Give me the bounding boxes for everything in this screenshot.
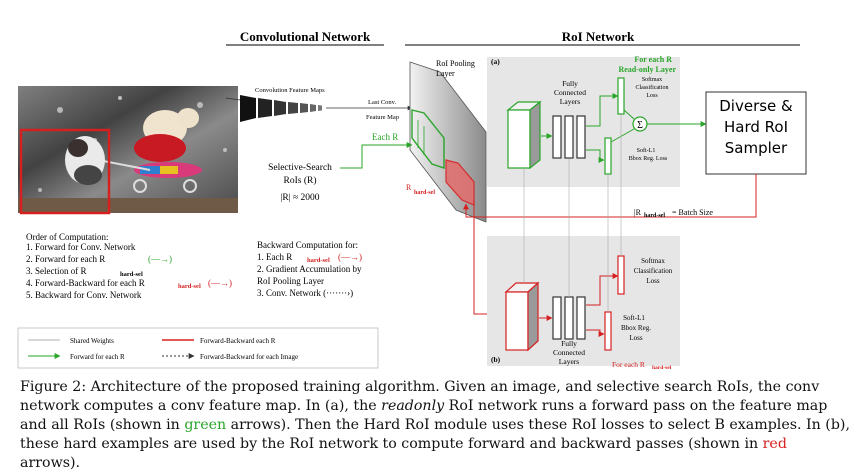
legend-box	[17, 327, 379, 369]
roi-pool-label-1: RoI Pooling	[436, 59, 475, 68]
caption-part-1: Figure 2: Architecture of the proposed t…	[20, 379, 820, 414]
hard-roi-box	[19, 128, 111, 215]
backward-item-1-sub: hard-sel	[307, 257, 330, 264]
softl1-b-label-3: Loss	[629, 334, 643, 342]
softmax-b-label-2: Classification	[634, 267, 673, 275]
legend-shared-label: Shared Weights	[70, 337, 114, 345]
softmax-a-label-3: Loss	[646, 93, 658, 99]
caption-part-2: RoI network runs a forward pass on the f…	[20, 398, 828, 433]
panel-b-label: (b)	[491, 355, 501, 364]
conv-feature-maps: Convolution Feature Maps	[240, 87, 325, 122]
backward-item-1: 1. Each R	[257, 252, 292, 262]
arrow-fc-to-softmax-a	[586, 93, 619, 127]
order-item-4-arrow: (—→)	[208, 278, 232, 288]
softmax-b-label-1: Softmax	[641, 257, 665, 265]
caption-readonly: readonly	[381, 398, 445, 414]
order-item-4: 4. Forward-Backward for each R	[26, 278, 145, 288]
order-item-3: 3. Selection of R	[26, 266, 87, 276]
arrow-softl1-to-sum	[610, 128, 635, 143]
arrow-fc-to-softmax-b	[586, 273, 619, 306]
ss-label-3: |R| ≈ 2000	[280, 193, 319, 203]
arrow-image-to-conv	[225, 97, 241, 101]
backward-item-1-arrow: (—→)	[338, 252, 362, 262]
caption-part-3: arrows). Then the Hard RoI module uses t…	[20, 417, 850, 452]
fc-layers-b	[552, 296, 586, 340]
readonly-layer-label: Read-only Layer	[618, 65, 676, 74]
softl1-a-label-1: Soft-L1	[637, 147, 656, 154]
softl1-a-label-2: Bbox Reg. Loss	[629, 156, 668, 162]
input-image	[18, 86, 238, 215]
fc-a-label-2: Connected	[554, 88, 586, 97]
ss-label-2: RoIs (R)	[284, 175, 317, 186]
softmax-a-box	[617, 77, 625, 115]
ss-label-1: Selective-Search	[268, 163, 332, 173]
softl1-a-box	[604, 137, 612, 175]
order-item-3-sub: hard-sel	[120, 271, 143, 278]
backward-title: Backward Computation for:	[257, 240, 358, 250]
r-hard-sel-sub: hard-sel	[414, 190, 435, 196]
figure-caption: Figure 2: Architecture of the proposed t…	[20, 378, 850, 473]
backward-item-3: RoI Pooling Layer	[257, 276, 324, 286]
fc-b-label-1: Fully	[561, 339, 577, 348]
batch-r: |R	[634, 208, 642, 217]
order-item-1: 1. Forward for Conv. Network	[26, 242, 136, 252]
pooled-feature-b	[504, 281, 540, 352]
fc-b-label-3: Layers	[559, 357, 579, 366]
for-each-r-label: For each R	[634, 55, 672, 64]
sampler-label-2: Hard RoI	[724, 118, 788, 136]
for-each-hard-label: For each R	[612, 360, 645, 369]
softl1-b-box	[604, 311, 612, 351]
fc-layers-a	[552, 115, 586, 159]
backward-item-2: 2. Gradient Accumulation by	[257, 264, 362, 274]
fc-b-label-2: Connected	[553, 348, 585, 357]
batch-size-label: = Batch Size	[672, 208, 713, 217]
caption-green: green	[184, 417, 227, 433]
panel-a-label: (a)	[491, 57, 500, 66]
order-item-4-sub: hard-sel	[178, 283, 201, 290]
softl1-b-label-1: Soft-L1	[623, 314, 645, 322]
order-item-2: 2. Forward for each R	[26, 254, 105, 264]
architecture-figure: Convolutional Network RoI Network Convol…	[17, 29, 807, 371]
batch-sub: hard-sel	[644, 213, 665, 219]
green-roi-box	[411, 109, 445, 169]
fc-a-label-1: Fully	[562, 79, 578, 88]
arrow-softmax-to-sum	[623, 109, 635, 120]
order-title: Order of Computation:	[26, 232, 109, 242]
softmax-b-label-3: Loss	[646, 277, 660, 285]
backward-item-4: 3. Conv. Network (·······›)	[257, 288, 353, 298]
caption-red: red	[762, 436, 787, 452]
conv-feature-maps-label: Convolution Feature Maps	[255, 87, 325, 94]
caption-part-4: arrows).	[20, 455, 81, 471]
arrow-ss-to-roipool-green	[340, 142, 413, 169]
conv-network-header: Convolutional Network	[240, 29, 371, 44]
fc-a-label-3: Layers	[560, 97, 580, 106]
arrow-fc-to-softl1-a	[586, 149, 605, 163]
softmax-a-label-1: Softmax	[642, 76, 662, 83]
order-item-5: 5. Backward for Conv. Network	[26, 290, 142, 300]
last-conv-label-1: Last Conv.	[368, 99, 396, 106]
legend-forward-label: Forward for each R	[70, 353, 125, 361]
sampler-label-3: Sampler	[725, 139, 788, 157]
order-item-2-arrow: (—→)	[148, 254, 172, 264]
roi-network-header: RoI Network	[562, 29, 635, 44]
sampler-label-1: Diverse &	[719, 97, 793, 115]
legend-fb-each-label: Forward-Backward each R	[200, 337, 276, 345]
roi-pool-label-2: Layer	[436, 69, 455, 78]
each-r-label: Each R	[372, 132, 398, 142]
legend-fb-image-label: Forward-Backward for each Image	[200, 353, 298, 361]
arrow-fc-to-softl1-b	[586, 329, 605, 337]
softmax-b-box	[617, 255, 625, 295]
sum-symbol: Σ	[637, 120, 643, 131]
softl1-b-label-2: Bbox Reg.	[621, 324, 651, 332]
for-each-hard-sub: hard-sel	[652, 365, 672, 371]
softmax-a-label-2: Classification	[636, 84, 669, 91]
r-hard-sel-label: R	[406, 183, 412, 192]
arrow-sampler-to-hard	[463, 174, 757, 218]
last-conv-label-2: Feature Map	[366, 114, 399, 121]
pooled-feature-a	[506, 100, 542, 170]
